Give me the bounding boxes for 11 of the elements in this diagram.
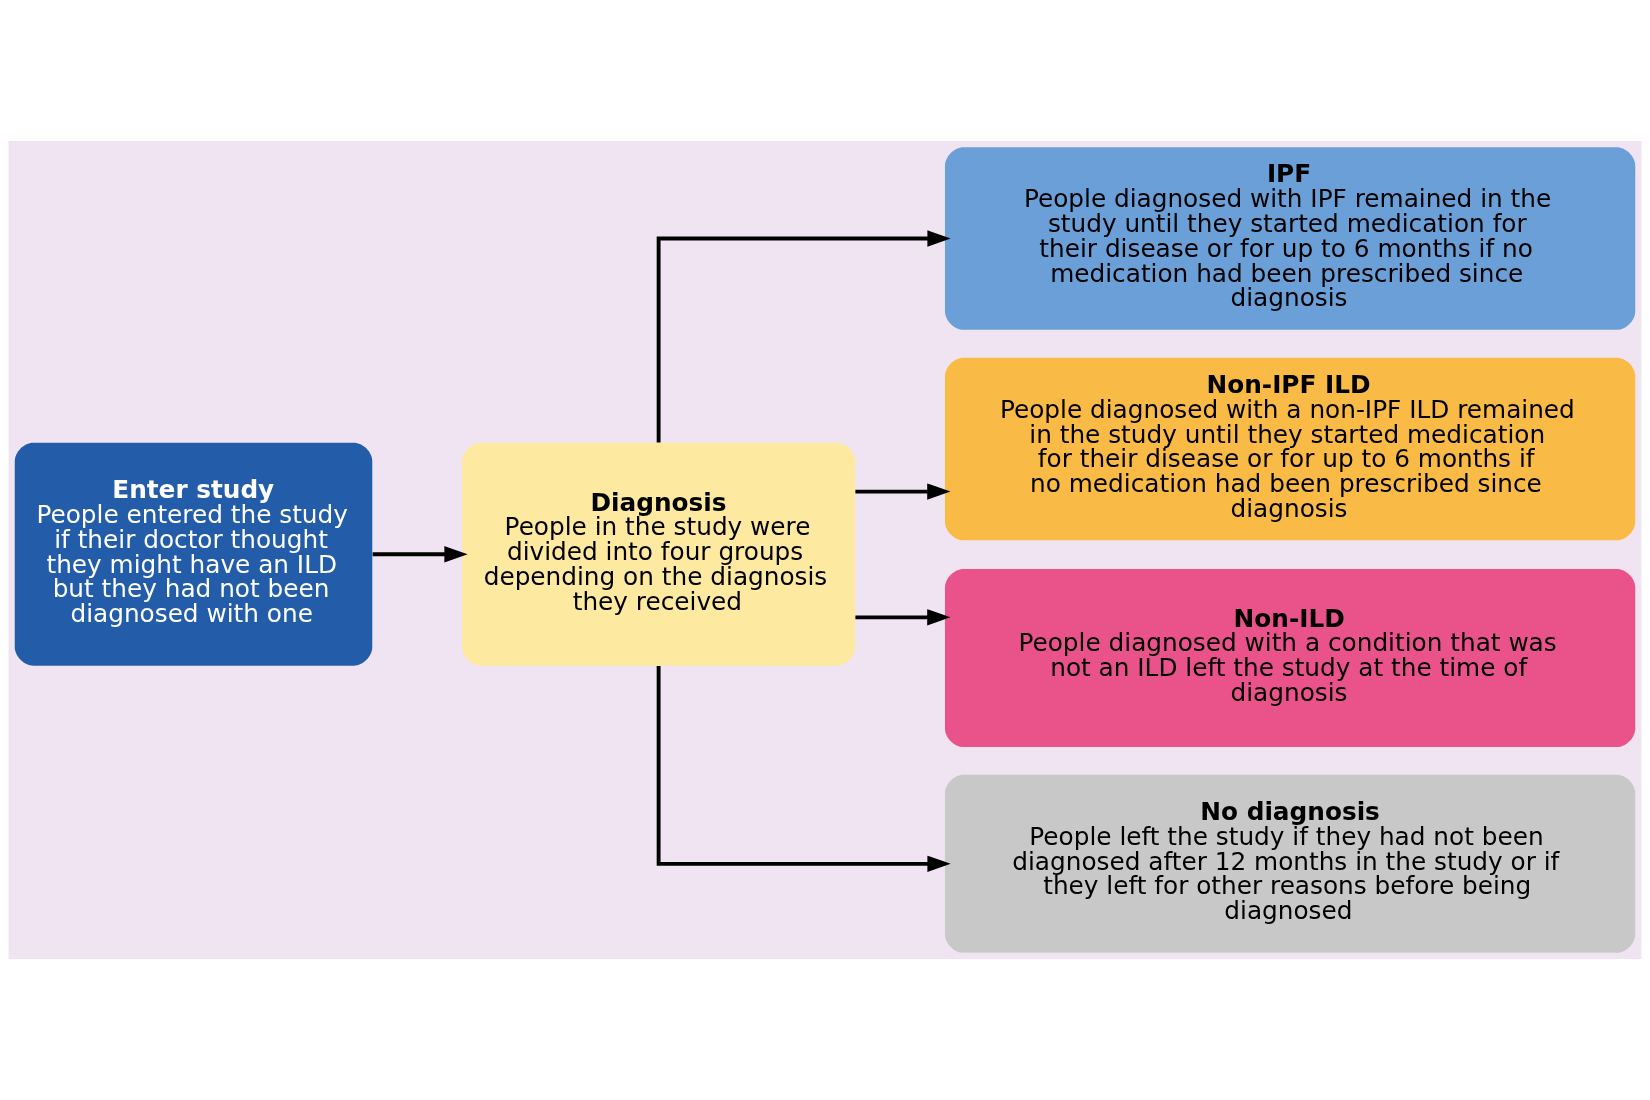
node-box: IPF People diagnosed with IPF remained in the study until they started medication for their disease or for up to 6 months if no medication had been prescribed since diagnosis (944, 147, 1636, 330)
node-box: Enter study People entered the study if their doctor thought they might have an ILD but they had not been diagnosed with one (14, 442, 373, 666)
node-box: Non-IPF ILD People diagnosed with a non-IPF ILD remained in the study until they started medication for their disease or for up to 6 months if no medication had been prescribed since diagnosis (944, 357, 1636, 541)
arrow (855, 483, 951, 500)
arrow (656, 230, 951, 443)
node-box: Non-ILD People diagnosed with a condition that was not an ILD left the study at the time of diagnosis (944, 568, 1636, 747)
arrow (372, 546, 468, 563)
arrow (656, 666, 951, 872)
arrow (855, 609, 951, 626)
node-box: Diagnosis People in the study were divided into four groups depending on the diagnosis they received (462, 442, 856, 666)
node-box: No diagnosis People left the study if they had not been diagnosed after 12 months in the study or if they left for other reasons before being diagnosed (944, 774, 1636, 953)
